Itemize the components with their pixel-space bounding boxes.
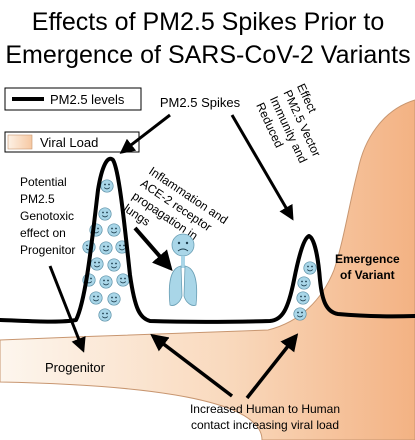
virus-smiley-icon bbox=[116, 273, 130, 287]
genotoxic-line: effect on bbox=[20, 226, 66, 240]
pm25-spikes-label: PM2.5 Spikes bbox=[160, 95, 241, 110]
virus-smiley-icon bbox=[293, 307, 307, 321]
legend-viral-load-swatch bbox=[7, 134, 33, 150]
contact-label-line2: contact increasing viral load bbox=[191, 418, 339, 432]
virus-smiley-icon bbox=[99, 241, 113, 255]
arrow-to-progenitor bbox=[48, 265, 86, 353]
virus-smiley-icon bbox=[303, 261, 317, 275]
genotoxic-line: Potential bbox=[20, 175, 67, 189]
virus-smiley-icon bbox=[107, 223, 121, 237]
virus-smiley-icon bbox=[90, 257, 104, 271]
genotoxic-line: Progenitor bbox=[20, 243, 75, 257]
virus-smiley-icon bbox=[99, 275, 113, 289]
arrow-contact-left bbox=[150, 333, 234, 398]
virus-smiley-icon bbox=[107, 258, 121, 272]
arrow-spike-left bbox=[119, 113, 171, 154]
reduced-immunity-label: Reduced Immunity and PM2.5 Vector Effect bbox=[253, 81, 323, 165]
virus-smiley-icon bbox=[107, 292, 121, 306]
emergence-label-line1: Emergence bbox=[335, 252, 400, 266]
contact-label-line1: Increased Human to Human bbox=[190, 402, 340, 416]
virus-smiley-icon bbox=[89, 291, 103, 305]
virus-smiley-icon bbox=[98, 308, 112, 322]
legend-pm25-label: PM2.5 levels bbox=[50, 92, 125, 107]
emergence-label-line2: of Variant bbox=[340, 268, 395, 282]
legend-viral-load-box bbox=[4, 131, 140, 153]
virus-smiley-icon bbox=[296, 291, 310, 305]
viral-load-band bbox=[0, 99, 415, 440]
diagram-title-line1: Effects of PM2.5 Spikes Prior to bbox=[32, 8, 384, 36]
virus-smiley-icon bbox=[100, 179, 114, 193]
arrow-to-lungs bbox=[133, 226, 173, 272]
virus-smiley-icon bbox=[297, 276, 311, 290]
arrow-spike-right bbox=[230, 114, 294, 221]
arrow-contact-right bbox=[245, 333, 299, 400]
pm25-levels-line bbox=[0, 156, 415, 324]
progenitor-label: Progenitor bbox=[45, 360, 106, 375]
genotoxic-label: Potential PM2.5 Genotoxic effect on Prog… bbox=[20, 175, 75, 257]
virus-smiley-icon bbox=[98, 207, 112, 221]
legend-viral-load-label: Viral Load bbox=[40, 135, 98, 150]
legend-pm25-box bbox=[4, 87, 142, 111]
genotoxic-line: Genotoxic bbox=[20, 209, 74, 223]
genotoxic-line: PM2.5 bbox=[20, 192, 55, 206]
person-with-lungs-icon bbox=[168, 233, 198, 306]
diagram-title-line2: Emergence of SARS-CoV-2 Variants bbox=[5, 41, 410, 69]
